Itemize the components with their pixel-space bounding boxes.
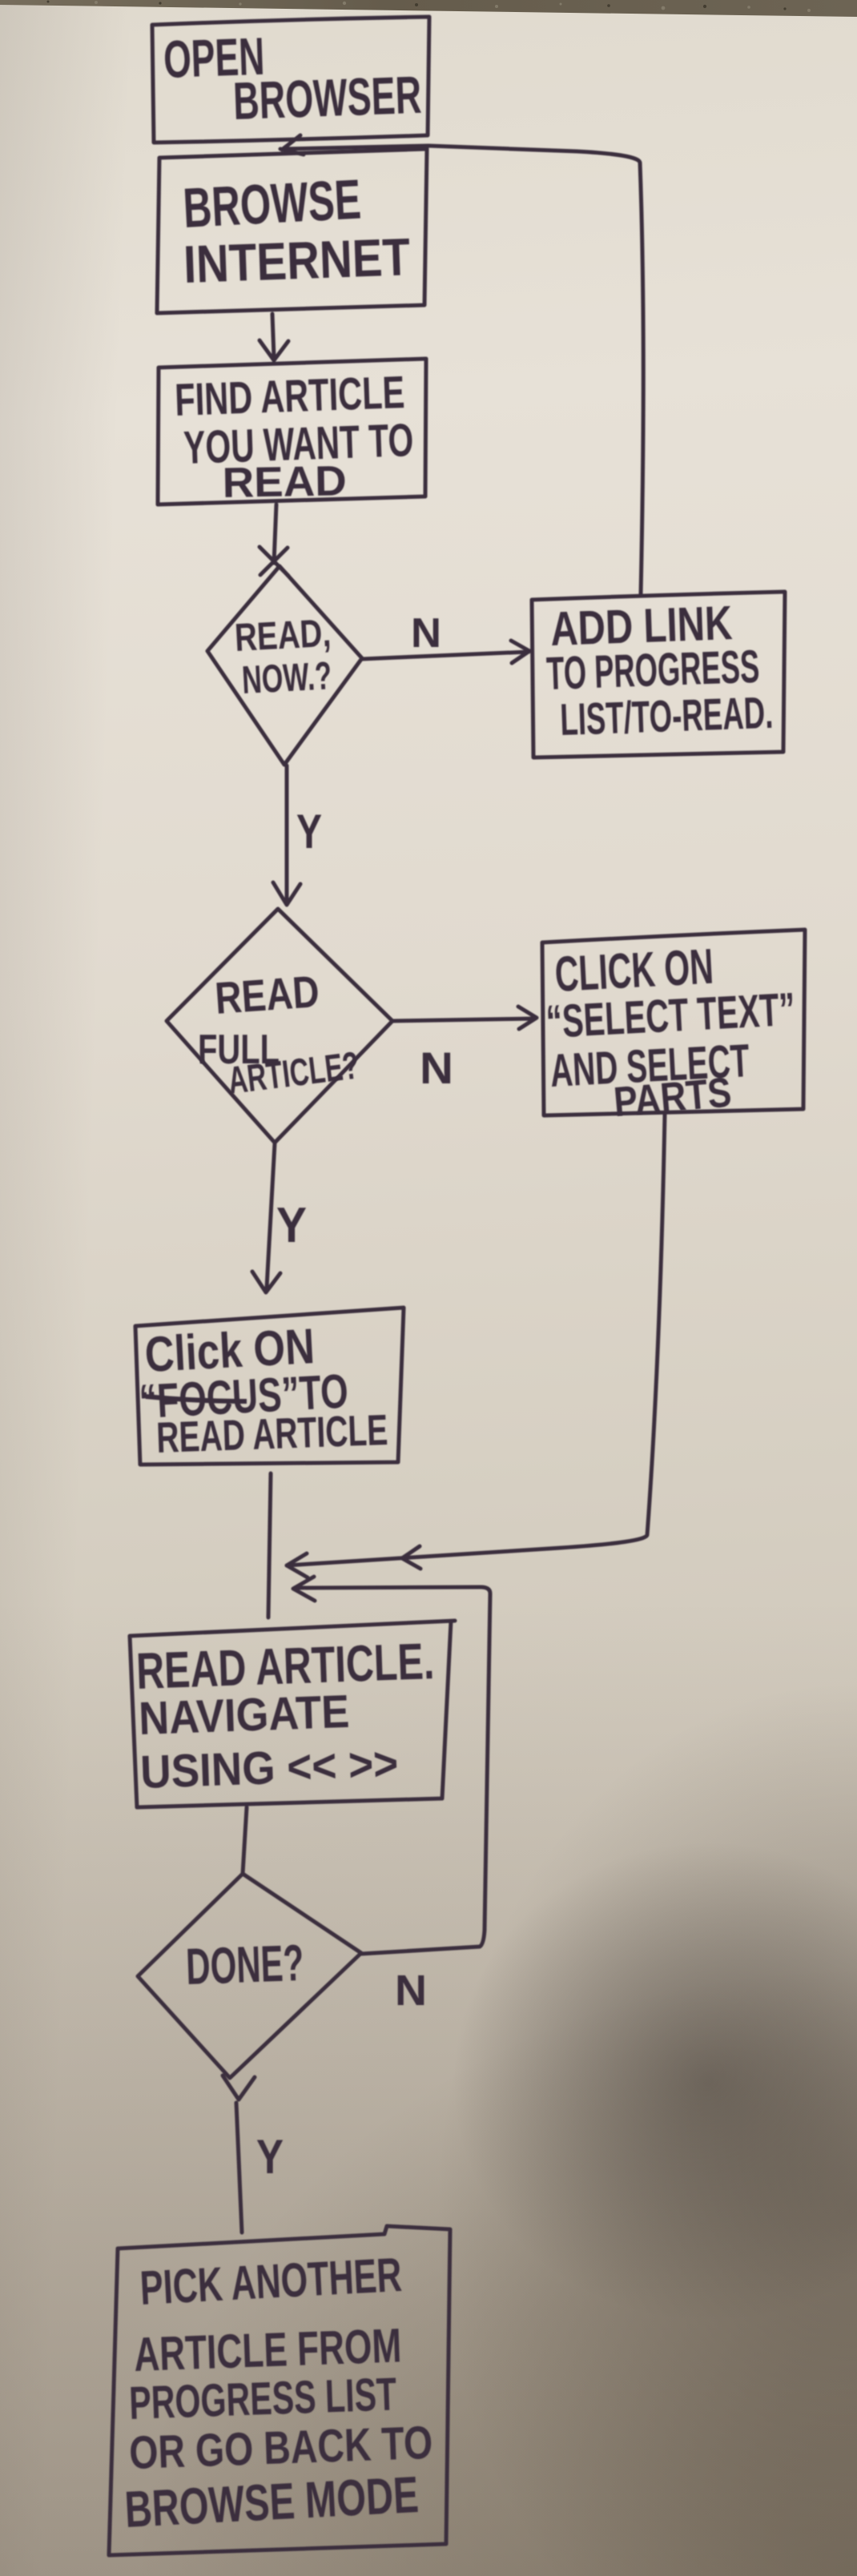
- svg-text:Y: Y: [296, 805, 322, 858]
- svg-text:READ ARTICLE: READ ARTICLE: [155, 1406, 388, 1462]
- svg-text:BROWSE: BROWSE: [182, 167, 363, 239]
- svg-text:NOW.?: NOW.?: [241, 654, 333, 702]
- svg-text:CLICK ON: CLICK ON: [553, 939, 714, 1003]
- svg-text:READ ARTICLE.: READ ARTICLE.: [135, 1632, 435, 1700]
- svg-text:USING << >>: USING << >>: [139, 1738, 399, 1798]
- svg-text:Click ON: Click ON: [143, 1319, 316, 1383]
- svg-text:OPEN: OPEN: [163, 26, 266, 89]
- svg-text:Y: Y: [256, 2130, 284, 2184]
- svg-text:ADD LINK: ADD LINK: [549, 596, 733, 656]
- svg-text:PICK ANOTHER: PICK ANOTHER: [139, 2248, 403, 2315]
- svg-text:N: N: [395, 1967, 427, 2015]
- svg-text:AND SELECT: AND SELECT: [549, 1035, 750, 1097]
- svg-text:READ,: READ,: [234, 612, 332, 660]
- svg-text:N: N: [411, 610, 441, 657]
- svg-text:TO PROGRESS: TO PROGRESS: [545, 641, 760, 700]
- svg-text:LIST/TO-READ.: LIST/TO-READ.: [559, 687, 774, 745]
- svg-text:ARTICLE FROM: ARTICLE FROM: [133, 2318, 402, 2381]
- svg-text:N: N: [420, 1043, 453, 1093]
- svg-text:PROGRESS LIST: PROGRESS LIST: [128, 2368, 397, 2429]
- svg-text:READ: READ: [222, 457, 347, 507]
- svg-text:INTERNET: INTERNET: [183, 227, 411, 294]
- svg-text:PARTS: PARTS: [612, 1069, 733, 1126]
- svg-text:BROWSER: BROWSER: [232, 65, 422, 131]
- svg-text:DONE?: DONE?: [185, 1934, 304, 1995]
- svg-text:FULL: FULL: [198, 1027, 280, 1073]
- svg-text:“FOCUS”TO: “FOCUS”TO: [138, 1364, 349, 1429]
- svg-text:READ: READ: [213, 966, 320, 1023]
- svg-text:OR GO BACK TO: OR GO BACK TO: [128, 2417, 433, 2479]
- svg-text:NAVIGATE: NAVIGATE: [138, 1686, 350, 1745]
- svg-text:YOU WANT TO: YOU WANT TO: [183, 414, 414, 474]
- svg-text:Y: Y: [276, 1198, 307, 1253]
- svg-text:FIND ARTICLE: FIND ARTICLE: [174, 367, 405, 426]
